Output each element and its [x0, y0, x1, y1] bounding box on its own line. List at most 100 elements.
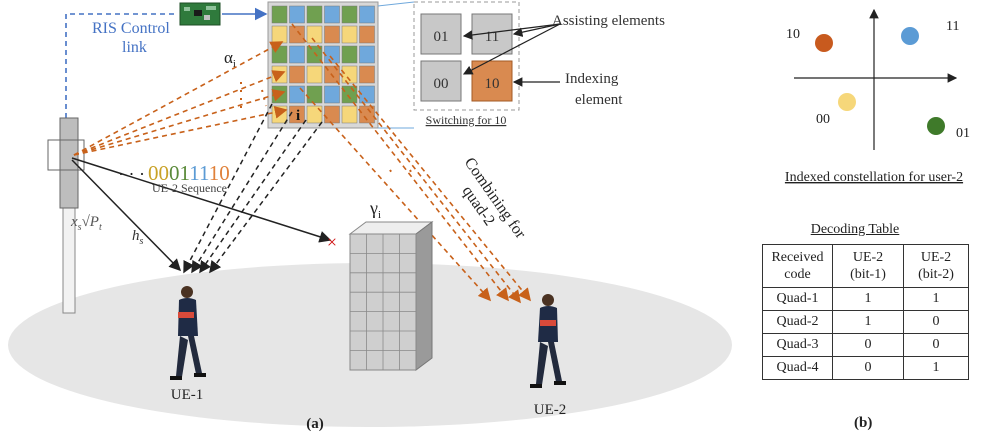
table-row: Quad-1 1 1: [762, 287, 969, 311]
point-01: [927, 117, 945, 135]
zoom-cell-10: [471, 60, 513, 102]
sequence-bit: 0: [148, 161, 159, 185]
table-cell: 1: [903, 356, 969, 380]
table-row: Quad-4 0 1: [762, 356, 969, 380]
antenna-bracket: [47, 139, 85, 171]
assist-arrow-1: [462, 23, 561, 40]
ris-element: [306, 45, 323, 64]
table-cell: 0: [832, 356, 904, 380]
table-cell: Quad-2: [762, 310, 833, 334]
alpha-label: αi: [224, 48, 236, 70]
ris-element: [324, 45, 340, 64]
ris-element: [271, 25, 288, 44]
ris-element: [306, 5, 323, 24]
ris-element: [289, 5, 305, 24]
ris-element: [306, 85, 323, 104]
zoom-label-01: 01: [434, 29, 449, 45]
ris-element: [306, 105, 323, 124]
table-cell: 1: [903, 287, 969, 311]
table-cell: Quad-1: [762, 287, 833, 311]
ue2-beam-dots: [389, 169, 413, 177]
indexing-label: Indexing: [565, 71, 619, 87]
ris-element: [289, 45, 305, 64]
point-11: [901, 27, 919, 45]
ris-element: [289, 65, 305, 84]
point-10-label: 10: [786, 27, 800, 42]
ris-element: [341, 85, 358, 104]
ris-element: [359, 85, 375, 104]
ris-element: [341, 105, 358, 124]
tx-signal-label: xs√Pt: [70, 214, 102, 233]
switching-label: Switching for 10: [426, 113, 507, 127]
decoding-table-title: Decoding Table: [810, 222, 900, 237]
ris-element: [341, 65, 358, 84]
ue2-label: UE-2: [534, 402, 567, 418]
ris-element: [289, 105, 305, 124]
sequence-bit: 1: [199, 161, 209, 185]
sequence-bit: 0: [159, 161, 170, 185]
table-cell: Quad-3: [762, 333, 833, 357]
table-cell: 0: [903, 333, 969, 357]
system-diagram: RIS Control link i 01 11 00 10 Switching…: [8, 1, 732, 432]
ue1-person-icon: [170, 286, 206, 380]
zoom-connector: [377, 1, 415, 129]
sequence-bit: 1: [209, 161, 220, 185]
ris-element: [341, 5, 358, 24]
ris-element: [324, 25, 340, 44]
beam-dots: [240, 82, 267, 112]
ris-element: [271, 105, 288, 124]
indexing-label-2: element: [575, 92, 623, 108]
table-cell: 1: [832, 287, 904, 311]
ris-control-label-2: link: [122, 39, 147, 56]
table-cell: 0: [903, 310, 969, 334]
sequence-bit: 1: [180, 161, 190, 185]
ris-element: [271, 45, 288, 64]
point-10: [815, 34, 833, 52]
table-row: Quad-3 0 0: [762, 333, 969, 357]
point-11-label: 11: [946, 19, 959, 34]
table-cell: 0: [832, 333, 904, 357]
sequence-bit: 0: [219, 161, 230, 185]
point-01-label: 01: [956, 126, 970, 141]
caption-a: (a): [306, 416, 324, 432]
ris-element: [341, 45, 358, 64]
zoom-label-10: 10: [485, 76, 500, 92]
direct-link-ue1: [71, 159, 182, 272]
ris-element: [324, 5, 340, 24]
ris-element: [271, 5, 288, 24]
zoom-cell-01: [420, 13, 462, 55]
table-row: Quad-2 1 0: [762, 310, 969, 334]
sequence-bit: 0: [169, 161, 180, 185]
ris-element: [359, 65, 375, 84]
ris-element: [306, 65, 323, 84]
ris-element: [324, 85, 340, 104]
building: [348, 221, 434, 371]
zoom-cell-00: [420, 60, 462, 102]
header-ue2-bit2: UE-2(bit-2): [903, 244, 969, 288]
bs-to-ris-beams: [73, 41, 288, 156]
point-00: [838, 93, 856, 111]
ue2-sequence: 00011110: [148, 161, 230, 185]
ris-element: [289, 85, 305, 104]
gamma-label: γi: [369, 198, 381, 221]
ris-element: [359, 45, 375, 64]
zoom-label-00: 00: [434, 76, 449, 92]
ris-element: [359, 5, 375, 24]
channel-label: hs: [132, 228, 144, 247]
sequence-label: UE-2 Sequence: [152, 181, 227, 195]
ris-index-label: i: [296, 108, 300, 124]
ris-element: [324, 105, 340, 124]
point-00-label: 00: [816, 112, 830, 127]
constellation-diagram: 10 11 00 01 Indexed constellation for us…: [785, 8, 970, 185]
assist-arrow-3: [462, 23, 561, 75]
ris-element: [359, 25, 375, 44]
assist-arrow-2: [512, 23, 561, 37]
ris-element: [359, 105, 375, 124]
ris-element: [289, 25, 305, 44]
header-ue2-bit1: UE-2(bit-1): [832, 244, 904, 288]
assisting-label: Assisting elements: [552, 13, 665, 29]
sequence-ellipsis: · · ·: [118, 164, 145, 184]
direct-link-blocked: [71, 157, 332, 243]
